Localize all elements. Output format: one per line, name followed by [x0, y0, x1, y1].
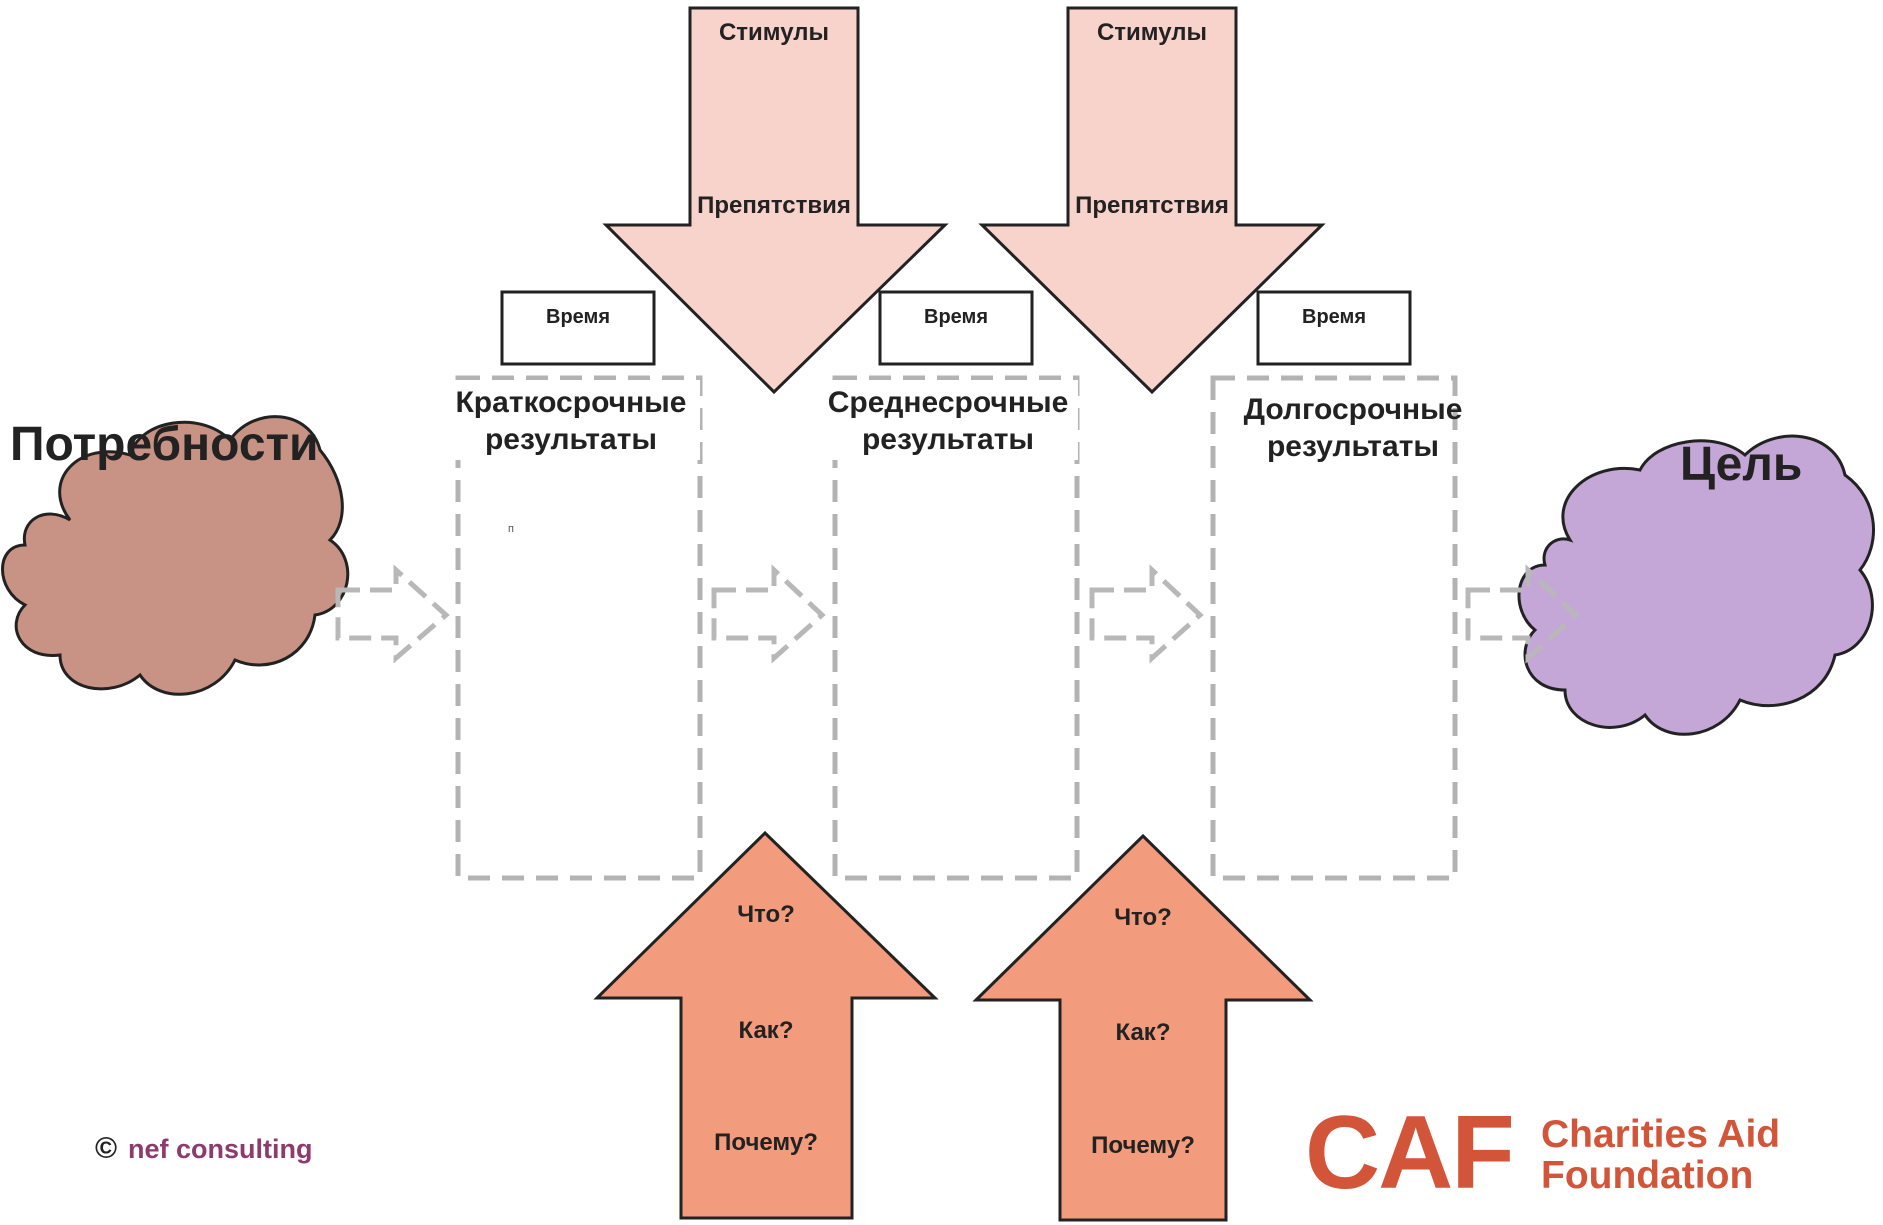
down-arrow-2 [978, 6, 1326, 395]
time-label-1: Время [546, 306, 610, 328]
down-arrow-1 [602, 6, 949, 395]
medium-term-title-line1: Среднесрочные [828, 386, 1069, 419]
time-label-3: Время [1302, 306, 1366, 328]
medium-term-heading-bg [826, 380, 1078, 460]
short-term-title-line1: Краткосрочные [456, 386, 687, 419]
needs-cloud [1, 415, 350, 696]
goal-cloud [1517, 434, 1875, 736]
what-label-1: Что? [737, 901, 795, 928]
long-term-title-line1: Долгосрочные [1244, 393, 1463, 426]
medium-term-title-line2: результаты [862, 423, 1034, 456]
long-term-title-line2: результаты [1267, 430, 1439, 463]
time-label-2: Время [924, 306, 988, 328]
why-label-2: Почему? [1091, 1132, 1195, 1159]
time-box-2 [878, 290, 1034, 366]
up-arrow-2 [972, 833, 1314, 1222]
how-label-2: Как? [1116, 1019, 1171, 1046]
what-label-2: Что? [1114, 904, 1172, 931]
connector-arrow-1 [335, 564, 450, 664]
dashed-connector-arrows [335, 564, 1580, 664]
caf-logo-line2: Foundation [1541, 1154, 1753, 1197]
stray-mark: п [508, 523, 514, 535]
short-term-title-line2: результаты [485, 423, 657, 456]
how-label-1: Как? [739, 1017, 794, 1044]
caf-logo: CAF Charities Aid Foundation [1305, 1095, 1780, 1211]
time-box-3 [1256, 290, 1412, 366]
incentives-label-2: Стимулы [1097, 19, 1207, 46]
barriers-label-1: Препятствия [697, 192, 851, 219]
connector-arrow-2 [711, 564, 826, 664]
time-box-1 [500, 290, 656, 366]
needs-label: Потребности [10, 418, 319, 471]
caf-logo-line1: Charities Aid [1541, 1113, 1780, 1156]
short-term-heading-bg [452, 380, 700, 460]
nef-consulting-credit: nef consulting [128, 1134, 313, 1164]
why-label-1: Почему? [714, 1129, 818, 1156]
connector-arrow-3 [1089, 564, 1204, 664]
incentives-label-1: Стимулы [719, 19, 829, 46]
copyright-symbol: © [95, 1132, 117, 1165]
barriers-label-2: Препятствия [1075, 192, 1229, 219]
short-term-outcomes-box [455, 375, 703, 881]
caf-logo-mark: CAF [1305, 1095, 1513, 1211]
medium-term-outcomes-box [832, 375, 1080, 881]
up-arrow-1 [593, 830, 939, 1220]
long-term-outcomes-box [1210, 375, 1458, 881]
goal-label: Цель [1680, 438, 1802, 491]
connector-arrow-4 [1465, 564, 1580, 664]
